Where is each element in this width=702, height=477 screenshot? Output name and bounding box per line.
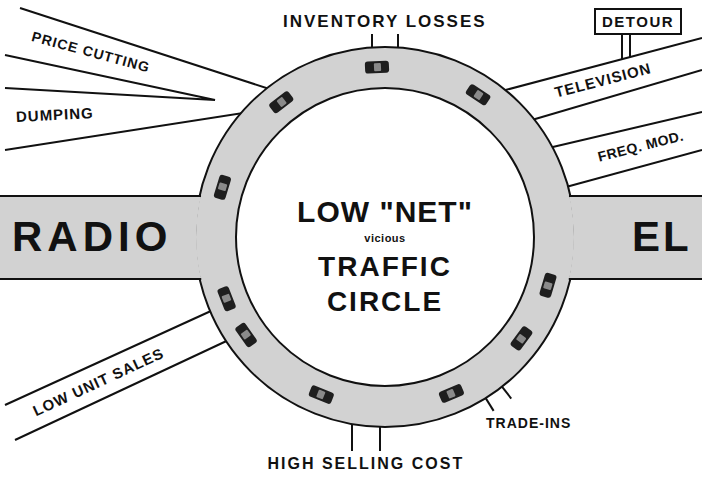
- car-window: [516, 334, 527, 344]
- car-window: [276, 97, 286, 108]
- band-edge: [0, 278, 201, 280]
- car-icon: [268, 90, 294, 114]
- car-icon: [217, 285, 237, 312]
- car-icon: [234, 322, 258, 349]
- road-group: [5, 8, 702, 451]
- car-body: [268, 90, 294, 114]
- sign-post: [622, 34, 630, 59]
- car-group: [213, 61, 557, 405]
- circle-subtext: vicious: [364, 232, 405, 245]
- car-body: [365, 61, 390, 74]
- car-window: [241, 329, 252, 339]
- car-window: [218, 182, 228, 191]
- car-window: [221, 294, 231, 303]
- car-body: [438, 383, 465, 403]
- car-window: [446, 389, 456, 399]
- car-body: [510, 325, 534, 351]
- road-label: TELEVISION: [553, 59, 654, 101]
- road-band: RADIO: [0, 195, 206, 280]
- inner-circle: [236, 88, 534, 386]
- band-edge: [569, 278, 702, 280]
- traffic-circle-center: LOW "NET" viciousTRAFFIC CIRCLE: [235, 87, 535, 387]
- car-icon: [438, 383, 465, 403]
- car-window: [316, 389, 325, 399]
- car-icon: [539, 272, 557, 298]
- car-window: [374, 63, 381, 71]
- car-body: [217, 285, 237, 312]
- sign-text: DETOUR: [602, 13, 674, 30]
- road-label: PRICE CUTTING: [30, 28, 152, 76]
- car-icon: [308, 385, 335, 405]
- car-icon: [365, 61, 390, 74]
- post-line: [621, 34, 623, 59]
- detour-sign: DETOUR: [594, 8, 682, 35]
- car-body: [213, 174, 231, 200]
- band-edge: [569, 195, 702, 197]
- car-body: [539, 272, 557, 298]
- road-label: INVENTORY LOSSES: [283, 12, 487, 32]
- car-icon: [465, 83, 492, 106]
- circle-title: TRAFFIC CIRCLE: [300, 249, 470, 319]
- road-name: EL: [632, 213, 692, 261]
- road-label: HIGH SELLING COST: [268, 454, 465, 473]
- road-label: LOW UNIT SALES: [30, 344, 167, 420]
- road-label: FREQ. MOD.: [596, 127, 686, 165]
- node-content: LOW "NET" viciousTRAFFIC CIRCLE: [235, 87, 535, 387]
- circle-heading: LOW "NET": [297, 195, 473, 230]
- road-label: TRADE-INS: [486, 415, 571, 432]
- car-icon: [510, 325, 534, 351]
- car-body: [465, 83, 492, 106]
- band-edge: [0, 195, 201, 197]
- traffic-ring: [195, 47, 575, 427]
- car-body: [308, 385, 335, 405]
- node-content: RADIO: [0, 195, 206, 280]
- road-name: RADIO: [12, 213, 172, 261]
- band-fill: [569, 195, 702, 280]
- car-body: [234, 322, 258, 349]
- road-label: DUMPING: [16, 104, 95, 126]
- car-icon: [213, 174, 231, 200]
- road-edge: [15, 330, 250, 440]
- node-content: EL: [574, 195, 702, 280]
- post-line: [629, 34, 631, 57]
- node-content: DETOUR: [596, 10, 680, 33]
- road-band: EL: [574, 195, 702, 280]
- road-edge: [20, 8, 285, 94]
- car-window: [473, 90, 483, 101]
- car-window: [543, 281, 553, 290]
- band-fill: [0, 195, 201, 280]
